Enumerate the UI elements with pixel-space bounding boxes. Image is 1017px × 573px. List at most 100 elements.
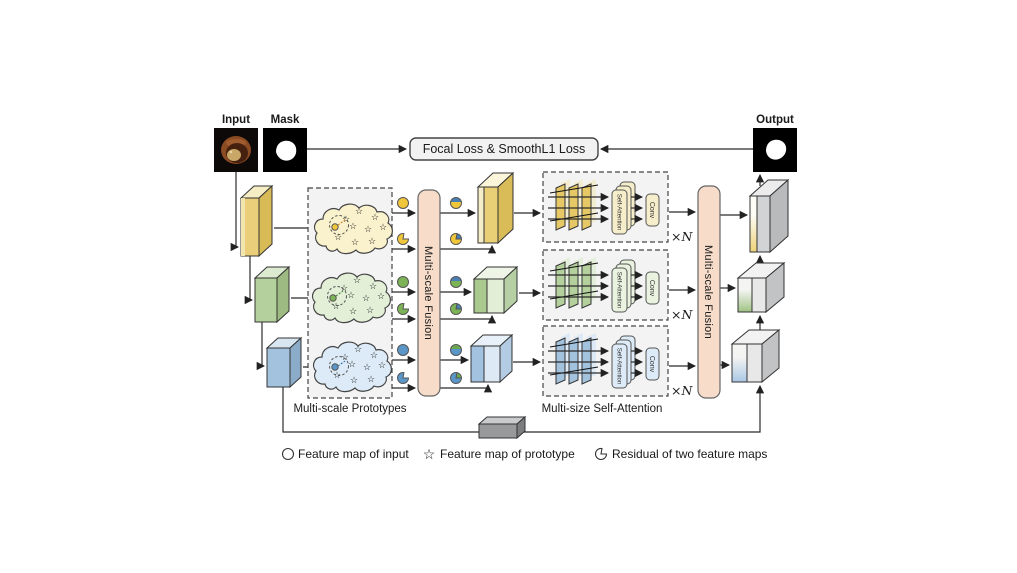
- prototype-stars: ☆☆ ☆☆ ☆☆ ☆☆ ☆: [333, 344, 386, 385]
- svg-text:☆: ☆: [347, 290, 355, 300]
- pacman-icon: [397, 303, 410, 315]
- loss-box: Focal Loss & SmoothL1 Loss: [409, 137, 599, 161]
- circle-icon: [397, 276, 409, 288]
- match-arrow: [337, 219, 346, 226]
- skip-connection-box: [477, 415, 527, 440]
- fused-feature-map-medium: [472, 265, 519, 315]
- svg-text:☆: ☆: [378, 360, 386, 370]
- svg-text:☆: ☆: [349, 221, 357, 231]
- feature-icons-post-fusion: [450, 197, 463, 384]
- svg-text:☆: ☆: [340, 283, 348, 293]
- svg-text:☆: ☆: [363, 362, 371, 372]
- legend-item-label: Residual of two feature maps: [612, 447, 767, 461]
- multiscale-fusion-left: Multi-scale Fusion: [417, 189, 441, 397]
- svg-text:☆: ☆: [354, 344, 362, 354]
- fused-feature-map-large: [476, 171, 515, 245]
- svg-text:☆: ☆: [369, 281, 377, 291]
- loss-label: Focal Loss & SmoothL1 Loss: [423, 142, 586, 156]
- cluster-circle: [329, 356, 349, 376]
- legend-item-label: Feature map of prototype: [440, 447, 575, 461]
- fused-circle-icon: [450, 344, 462, 356]
- feature-map-input-small: [265, 336, 303, 389]
- svg-text:☆: ☆: [368, 236, 376, 246]
- legend-item-label: Feature map of input: [298, 447, 409, 461]
- mask-label: Mask: [271, 114, 300, 126]
- fused-pacman-icon: [450, 303, 463, 315]
- feature-map-input-medium: [253, 265, 291, 324]
- conv-label: Conv: [648, 356, 655, 373]
- circle-icon: [281, 447, 295, 461]
- fused-circle-icon: [450, 276, 462, 288]
- self-attention-stack: [611, 335, 636, 389]
- prototypes-panel: ☆☆ ☆☆ ☆☆ ☆☆ ☆ ☆☆ ☆☆ ☆☆ ☆☆ ☆: [293, 187, 407, 415]
- svg-text:☆: ☆: [362, 293, 370, 303]
- self-attention-section-label: Multi-size Self-Attention: [542, 403, 663, 415]
- self-attention-label: Self-Attention: [615, 348, 622, 385]
- conv-label: Conv: [648, 280, 655, 297]
- self-attention-label: Self-Attention: [615, 272, 622, 309]
- multiscale-fusion-right: Multi-scale Fusion: [697, 185, 721, 399]
- svg-text:☆: ☆: [367, 374, 375, 384]
- fused-pacman-icon: [450, 372, 463, 384]
- svg-text:☆: ☆: [364, 224, 372, 234]
- svg-text:☆: ☆: [348, 359, 356, 369]
- legend: Feature map of input ☆ Feature map of pr…: [281, 446, 767, 462]
- pacman-icon: [397, 233, 410, 245]
- output-feature-map-small: [730, 328, 781, 384]
- svg-text:☆: ☆: [351, 237, 359, 247]
- svg-text:☆: ☆: [353, 275, 361, 285]
- fusion-left-label: Multi-scale Fusion: [422, 246, 434, 340]
- repeat-count-label: ×N: [671, 307, 693, 322]
- self-attention-block-medium: Self-Attention Conv ×N: [542, 249, 693, 322]
- input-feature-dot: [331, 223, 339, 231]
- svg-text:☆: ☆: [332, 301, 340, 311]
- repeat-count-label: ×N: [671, 229, 693, 244]
- feature-map-input-large: [239, 184, 274, 258]
- prototypes-section-label: Multi-scale Prototypes: [293, 403, 406, 415]
- star-icon: ☆: [423, 446, 436, 462]
- prototype-cloud-small: ☆☆ ☆☆ ☆☆ ☆☆ ☆: [312, 341, 392, 393]
- fusion-right-label: Multi-scale Fusion: [702, 245, 714, 339]
- svg-text:☆: ☆: [366, 305, 374, 315]
- svg-text:☆: ☆: [370, 350, 378, 360]
- pacman-icon: [594, 448, 608, 460]
- svg-text:☆: ☆: [379, 222, 387, 232]
- conv-box: [645, 193, 660, 227]
- match-arrow: [335, 290, 344, 297]
- conv-label: Conv: [648, 202, 655, 219]
- fused-pacman-icon: [450, 233, 463, 245]
- circle-icon: [397, 197, 409, 209]
- conv-box: [645, 347, 660, 381]
- output-feature-map-medium: [736, 261, 786, 314]
- svg-text:☆: ☆: [334, 232, 342, 242]
- input-feature-dot: [329, 294, 337, 302]
- output-label: Output: [756, 114, 794, 126]
- svg-text:☆: ☆: [371, 212, 379, 222]
- output-image: [753, 128, 797, 172]
- svg-text:☆: ☆: [349, 306, 357, 316]
- repeat-count-label: ×N: [671, 383, 693, 398]
- self-attention-label: Self-Attention: [615, 194, 622, 231]
- fused-feature-map-small: [469, 333, 514, 384]
- self-attention-block-large: Self-Attention Conv ×N: [542, 171, 693, 244]
- self-attention-block-small: Self-Attention Conv ×N: [542, 325, 693, 398]
- fused-circle-icon: [450, 197, 462, 209]
- svg-text:☆: ☆: [350, 375, 358, 385]
- cluster-circle: [329, 215, 349, 235]
- input-image: [214, 128, 258, 172]
- output-feature-map-large: [748, 178, 790, 254]
- mask-image: [263, 128, 307, 172]
- svg-text:☆: ☆: [355, 206, 363, 216]
- self-attention-stack: [611, 259, 636, 313]
- cluster-circle: [327, 286, 347, 306]
- svg-text:☆: ☆: [342, 214, 350, 224]
- prototype-stars: ☆☆ ☆☆ ☆☆ ☆☆ ☆: [332, 275, 385, 316]
- match-arrow: [337, 360, 346, 367]
- svg-text:☆: ☆: [377, 291, 385, 301]
- input-feature-dot: [331, 363, 339, 371]
- input-label: Input: [222, 114, 250, 126]
- attention-grid-lines: [549, 262, 599, 300]
- attention-grid-lines: [549, 338, 599, 376]
- svg-text:☆: ☆: [341, 352, 349, 362]
